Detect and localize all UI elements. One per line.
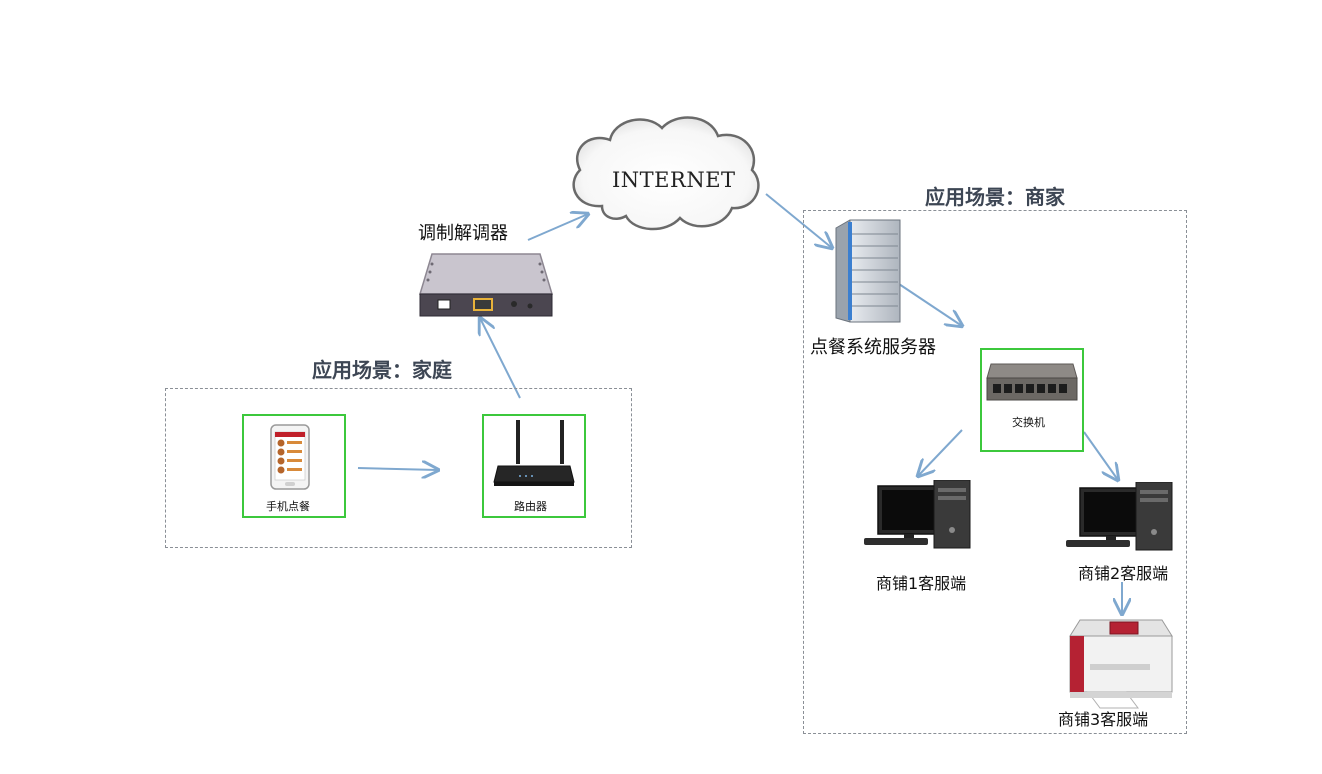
switch-frame [980,348,1084,452]
receipt-printer-icon [1069,619,1173,709]
desktop-computer-icon [864,479,971,549]
arrow-router-to-modem [480,318,521,399]
merchant-scene-box [803,210,1187,734]
server-device [832,218,902,324]
modem-device [418,250,554,320]
client1-label: 商铺1客服端 [876,574,967,593]
phone-frame [242,414,346,518]
internet-cloud: INTERNET [562,110,768,236]
arrow-phone-to-router [357,468,438,470]
home-scene-box [165,388,632,548]
arrow-modem-to-internet [527,214,588,241]
phone-device [270,424,310,490]
router-label: 路由器 [514,500,547,513]
switch-device [985,362,1079,404]
modem-icon [418,253,554,317]
client2-label: 商铺2客服端 [1078,564,1169,583]
phone-icon [270,424,310,490]
client3-device [1066,618,1176,710]
server-label: 点餐系统服务器 [810,337,936,358]
client3-label: 商铺3客服端 [1058,710,1149,729]
merchant-scene-title: 应用场景：商家 [925,185,1065,209]
router-icon [493,420,575,486]
internet-label: INTERNET [612,168,736,192]
home-scene-title: 应用场景：家庭 [312,358,452,382]
router-device [490,418,578,488]
desktop-computer-icon [1066,481,1173,551]
switch-label: 交换机 [1012,416,1045,429]
cloud-icon [572,116,760,231]
client2-device [1064,481,1176,554]
client1-device [862,479,974,552]
arrow-switch-to-client2 [1083,431,1118,480]
arrow-internet-to-server [765,193,832,248]
server-icon [835,219,901,323]
arrow-server-to-switch [895,281,962,326]
phone-label: 手机点餐 [266,500,310,513]
switch-icon [986,363,1078,401]
modem-label: 调制解调器 [418,223,508,244]
arrow-switch-to-client1 [918,429,963,476]
router-frame [482,414,586,518]
